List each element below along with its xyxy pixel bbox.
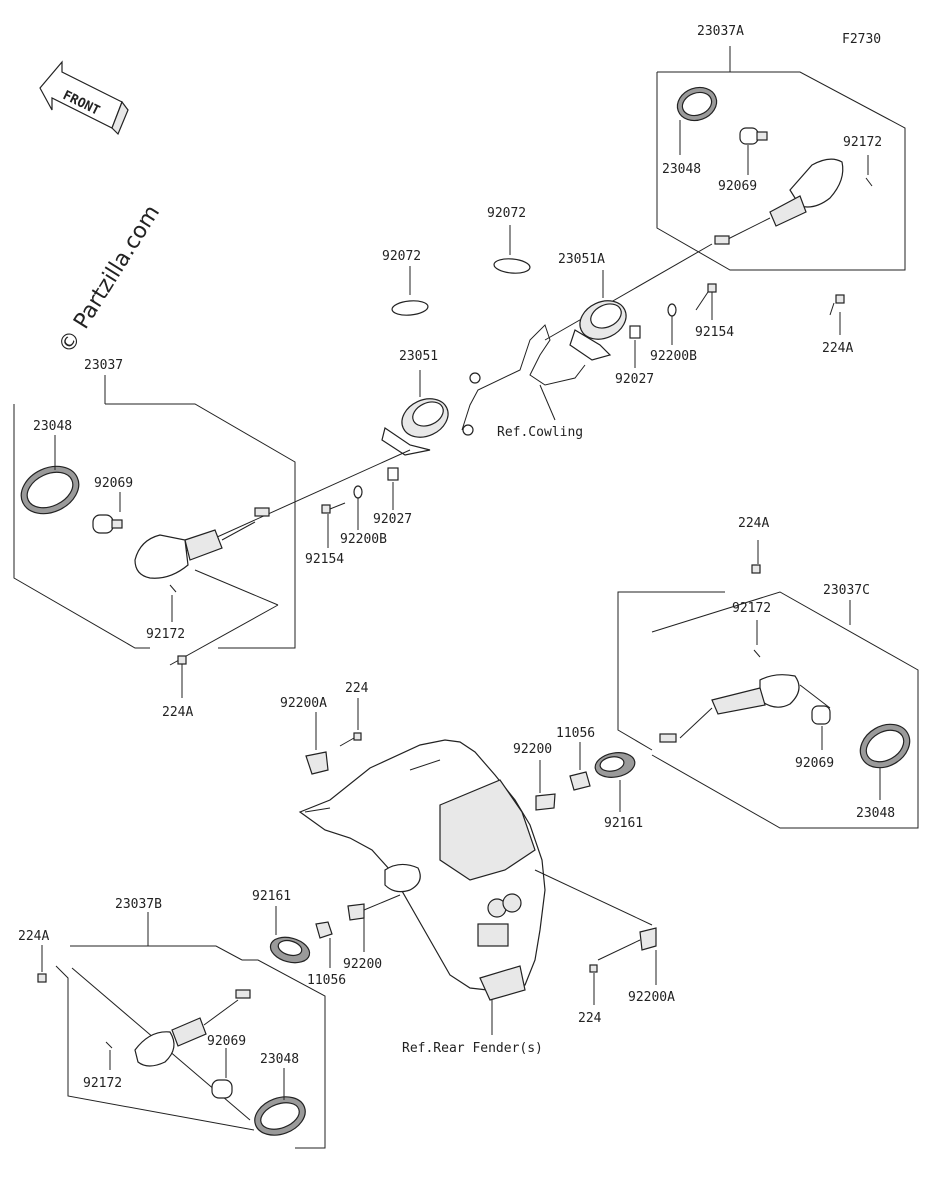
label-92072-a: 92072 <box>382 249 421 264</box>
assembly-23037C <box>617 540 919 829</box>
label-92200A-b: 92200A <box>628 990 675 1005</box>
label-92161-b: 92161 <box>252 889 291 904</box>
grommet-92161-t <box>594 752 636 812</box>
label-92154-r: 92154 <box>695 325 734 340</box>
label-92172-tr: 92172 <box>843 135 882 150</box>
bolt-92154-r <box>695 283 717 320</box>
label-23048-rm: 23048 <box>856 806 895 821</box>
band-92072-b <box>493 225 531 274</box>
clip-92200-b <box>347 894 401 952</box>
label-23048-l: 23048 <box>33 419 72 434</box>
label-92200B-l: 92200B <box>340 532 387 547</box>
screw-224-b <box>589 964 598 1005</box>
label-23048-tr: 23048 <box>662 162 701 177</box>
label-23051A: 23051A <box>558 252 605 267</box>
bolt-92154-l <box>321 502 346 548</box>
front-arrow-icon: FRONT <box>39 60 129 136</box>
label-92154-l: 92154 <box>305 552 344 567</box>
nut-11056-b <box>315 921 333 968</box>
rear-fender-assembly <box>298 739 546 1035</box>
label-224A-tr: 224A <box>822 341 853 356</box>
bracket-23051A <box>569 270 627 361</box>
label-23037C: 23037C <box>823 583 870 598</box>
collar-92027-r <box>629 325 641 368</box>
label-92200-t: 92200 <box>513 742 552 757</box>
label-224-t: 224 <box>345 681 369 696</box>
label-224A-bl: 224A <box>18 929 49 944</box>
label-92161-t: 92161 <box>604 816 643 831</box>
bracket-23051 <box>381 370 449 456</box>
washer-92200B-l <box>353 485 363 530</box>
clip-92200A-b <box>534 869 657 985</box>
assembly-23037B <box>37 912 326 1149</box>
screw-224-t <box>339 698 362 747</box>
label-23048-bl: 23048 <box>260 1052 299 1067</box>
watermark: © Partzilla.com <box>54 201 165 358</box>
band-92072-a <box>391 266 429 316</box>
label-224A-rm: 224A <box>738 516 769 531</box>
label-224A-l: 224A <box>162 705 193 720</box>
label-92069-tr: 92069 <box>718 179 757 194</box>
label-11056-t: 11056 <box>556 726 595 741</box>
figure-code: F2730 <box>842 32 881 47</box>
label-92172-bl: 92172 <box>83 1076 122 1091</box>
collar-92027-l <box>387 467 399 510</box>
label-92069-l: 92069 <box>94 476 133 491</box>
assembly-23037 <box>13 375 296 698</box>
label-11056-b: 11056 <box>307 973 346 988</box>
clip-92200A-t <box>305 712 329 775</box>
label-92172-rm: 92172 <box>732 601 771 616</box>
ref-rear-fender: Ref.Rear Fender(s) <box>402 1041 543 1056</box>
label-92200A-t: 92200A <box>280 696 327 711</box>
grommet-92161-b <box>269 906 311 964</box>
label-92027-l: 92027 <box>373 512 412 527</box>
washer-92200B-r <box>667 303 677 345</box>
label-224-b: 224 <box>578 1011 602 1026</box>
label-92027-r: 92027 <box>615 372 654 387</box>
label-92069-bl: 92069 <box>207 1034 246 1049</box>
label-23037: 23037 <box>84 358 123 373</box>
label-92200B-r: 92200B <box>650 349 697 364</box>
label-23051: 23051 <box>399 349 438 364</box>
label-92200-b: 92200 <box>343 957 382 972</box>
label-23037A: 23037A <box>697 24 744 39</box>
assembly-23037A <box>544 46 906 341</box>
label-92072-b: 92072 <box>487 206 526 221</box>
ref-cowling: Ref.Cowling <box>497 425 583 440</box>
nut-11056-t <box>569 742 591 791</box>
clip-92200-t <box>535 760 556 811</box>
label-92069-rm: 92069 <box>795 756 834 771</box>
label-23037B: 23037B <box>115 897 162 912</box>
label-92172-l: 92172 <box>146 627 185 642</box>
